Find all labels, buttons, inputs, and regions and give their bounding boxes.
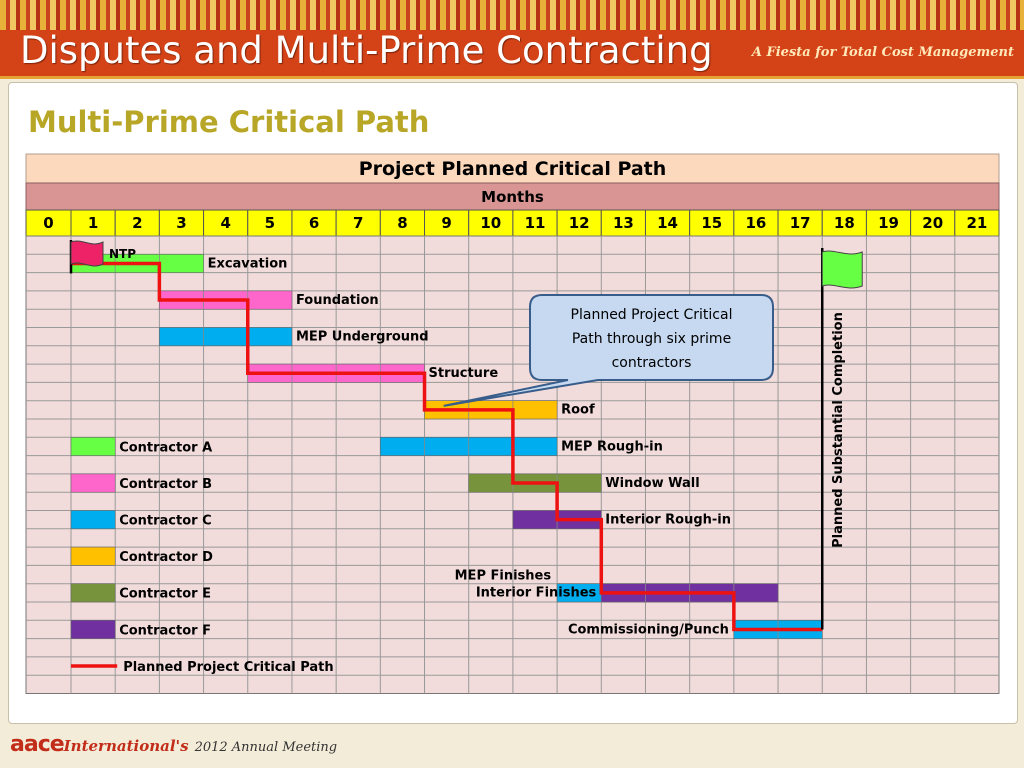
task-label-interior-rough-in: Interior Rough-in	[605, 513, 731, 528]
month-cell	[158, 209, 205, 237]
legend-swatch-contractor-c	[70, 510, 116, 530]
legend-label-contractor-a: Contractor A	[119, 440, 212, 455]
callout-text: contractors	[612, 355, 692, 371]
legend-label-contractor-e: Contractor E	[119, 587, 211, 602]
slide-subtitle: Multi-Prime Critical Path	[28, 105, 430, 139]
month-tick-label: 2	[132, 214, 142, 232]
task-bar-mep-underground	[159, 327, 293, 347]
legend-swatch-contractor-b	[70, 473, 116, 493]
ntp-label: NTP	[109, 247, 136, 261]
month-tick-label: 1	[88, 214, 98, 232]
month-tick-label: 6	[309, 214, 319, 232]
month-tick-label: 7	[353, 214, 363, 232]
title-bar: Disputes and Multi-Prime Contracting A F…	[0, 29, 1024, 79]
task-label-excavation: Excavation	[208, 256, 288, 271]
legend-swatch-contractor-f	[70, 619, 116, 639]
completion-label: Planned Substantial Completion	[831, 312, 846, 548]
month-cell	[114, 209, 160, 237]
chart-title: Project Planned Critical Path	[359, 158, 667, 180]
month-tick-label: 11	[525, 214, 546, 232]
critical-path-line	[71, 261, 823, 632]
month-tick-label: 21	[966, 214, 987, 232]
month-cell	[865, 209, 912, 237]
slide-title: Disputes and Multi-Prime Contracting	[20, 29, 713, 72]
callout-bubble	[443, 294, 774, 407]
month-cell	[777, 209, 823, 237]
legend-swatch-contractor-a	[70, 436, 116, 456]
ntp-flag-icon	[70, 240, 104, 267]
month-cell	[335, 209, 381, 237]
month-cell	[556, 209, 602, 237]
month-tick-label: 12	[569, 214, 590, 232]
month-tick-label: 3	[176, 214, 186, 232]
header-pattern	[0, 0, 1024, 30]
task-label-interior-finishes: Interior Finishes	[476, 586, 597, 601]
task-label-commissioning-punch: Commissioning/Punch	[568, 622, 729, 637]
legend-label-contractor-c: Contractor C	[119, 514, 211, 529]
chart-title-row	[25, 153, 1000, 184]
month-tick-label: 17	[790, 214, 811, 232]
footer: aaceInternational's 2012 Annual Meeting	[10, 732, 337, 762]
task-label-roof: Roof	[561, 403, 595, 418]
month-tick-label: 16	[746, 214, 767, 232]
month-tick-label: 5	[265, 214, 275, 232]
month-cell	[954, 209, 1000, 237]
callout-text: Path through six prime	[572, 331, 731, 347]
month-tick-label: 13	[613, 214, 634, 232]
legend-label-contractor-f: Contractor F	[119, 623, 211, 638]
month-cell	[203, 209, 249, 237]
months-header-row	[25, 182, 1000, 211]
legend-label-contractor-b: Contractor B	[119, 477, 212, 492]
month-cell	[379, 209, 426, 237]
month-tick-label: 19	[878, 214, 899, 232]
task-label-mep-underground: MEP Underground	[296, 330, 429, 345]
footer-org: International's	[63, 737, 189, 755]
legend-swatch-contractor-d	[70, 546, 116, 566]
month-tick-label: 14	[657, 214, 678, 232]
callout-text: Planned Project Critical	[571, 307, 733, 323]
aace-logo: aace	[10, 732, 65, 757]
month-tick-label: 4	[220, 214, 230, 232]
months-label: Months	[481, 188, 544, 206]
month-cell	[910, 209, 956, 237]
month-tick-label: 15	[701, 214, 722, 232]
legend-label-contractor-d: Contractor D	[119, 550, 213, 565]
month-tick-label: 8	[397, 214, 407, 232]
month-cell	[291, 209, 337, 237]
conference-tagline: A Fiesta for Total Cost Management	[751, 45, 1014, 60]
month-tick-label: 10	[480, 214, 501, 232]
month-cell	[512, 209, 558, 237]
task-label-structure: Structure	[429, 366, 499, 381]
task-label-mep-finishes: MEP Finishes	[455, 569, 552, 584]
month-tick-label: 20	[922, 214, 943, 232]
completion-flag-icon	[821, 250, 863, 289]
footer-meeting: 2012 Annual Meeting	[194, 740, 338, 755]
month-tick-label: 18	[834, 214, 855, 232]
task-label-foundation: Foundation	[296, 293, 379, 308]
task-label-window-wall: Window Wall	[605, 476, 699, 491]
month-tick-label: 0	[43, 214, 53, 232]
legend-swatch-contractor-e	[70, 583, 116, 603]
month-tick-label: 9	[441, 214, 451, 232]
legend-label-critical-path: Planned Project Critical Path	[123, 660, 333, 675]
task-label-mep-rough-in: MEP Rough-in	[561, 439, 663, 454]
